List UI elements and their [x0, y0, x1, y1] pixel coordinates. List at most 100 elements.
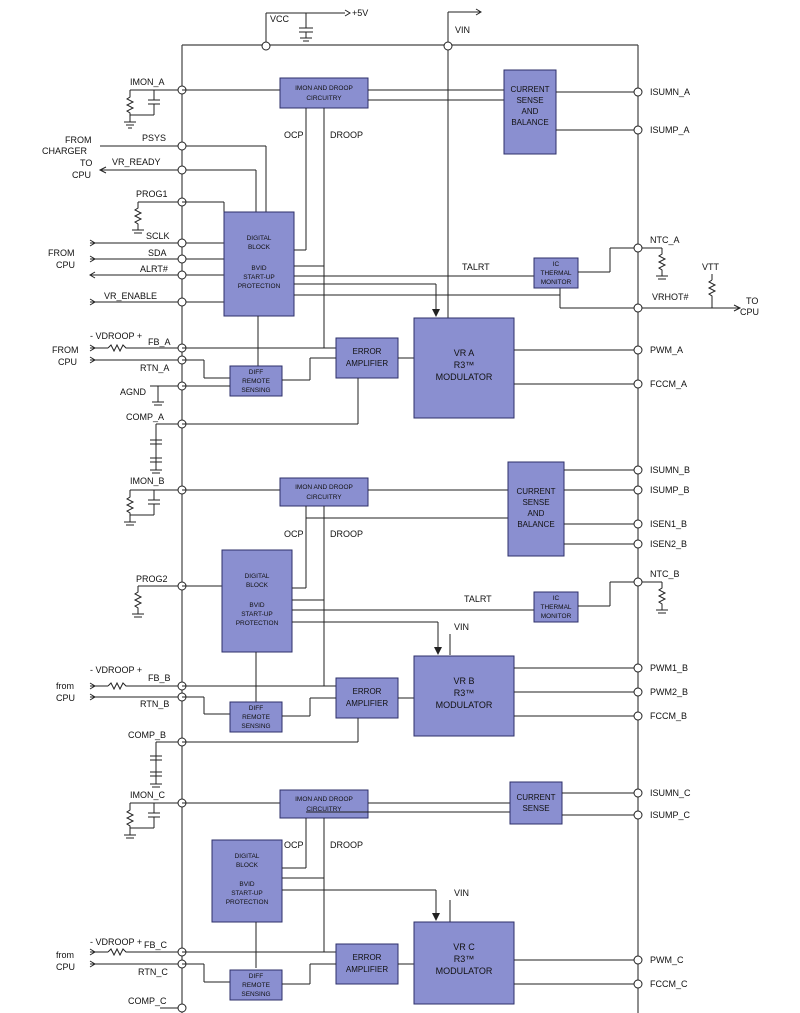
diff-a-l1: DIFF [249, 369, 263, 376]
prog2-resistor-icon [133, 586, 143, 614]
cs-c-line1: CURRENT [516, 793, 555, 802]
diff-remote-sensing-block-c [229, 969, 283, 1001]
dig-b-l6: PROTECTION [236, 620, 279, 627]
dig-c-l4: BVID [239, 881, 254, 888]
from-cpu-c-l2: CPU [56, 962, 75, 972]
imon-c-label: IMON_C [130, 790, 166, 800]
fb-a-arrow-icon [89, 344, 96, 352]
section-c: IMON_C IMON AND DROOP CIRCUITRY CURRENT … [56, 781, 691, 1013]
vin-label: VIN [455, 25, 470, 35]
from-cpu-b-l2: CPU [56, 693, 75, 703]
vdroop-c-label: - VDROOP + [90, 937, 142, 947]
from-cpu-c-l1: from [56, 950, 74, 960]
pwm2-b-label: PWM2_B [650, 687, 688, 697]
thermal-monitor-block-b [533, 591, 579, 623]
vin-c-label: VIN [454, 888, 469, 898]
fb-b-resistor-icon [107, 681, 182, 691]
thermal-monitor-block-a [533, 257, 579, 289]
rtn-a-label: RTN_A [140, 363, 169, 373]
rtn-c-arrow-icon [89, 960, 96, 968]
diff-c-l1: DIFF [249, 973, 263, 980]
fb-a-label: FB_A [148, 337, 171, 347]
vin-b-label: VIN [454, 622, 469, 632]
dig-a-l6: PROTECTION [238, 283, 281, 290]
diff-c-l3: SENSING [241, 991, 270, 998]
mod-b-l2: R3™ [454, 688, 475, 698]
vr-enable-pin [177, 297, 187, 307]
imon-b-label: IMON_B [130, 476, 165, 486]
dig-b-l5: START-UP [241, 611, 273, 618]
plus5v-label: +5V [352, 8, 368, 18]
cs-a-line1: CURRENT [510, 85, 549, 94]
diff-remote-sensing-block-a [229, 365, 283, 397]
fccm-a-label: FCCM_A [650, 379, 687, 389]
tm-b-l3: MONITOR [541, 613, 572, 620]
alrt-arrow-icon [89, 271, 96, 279]
pwm-a-label: PWM_A [650, 345, 683, 355]
imon-droop-block-c [279, 789, 369, 819]
imon-droop-block-b [279, 477, 369, 507]
diff-b-l2: REMOTE [242, 714, 270, 721]
cs-b-line2: SENSE [522, 498, 549, 507]
rtn-c-label: RTN_C [138, 967, 168, 977]
imon-droop-block-a [279, 77, 369, 109]
psys-label: PSYS [142, 133, 166, 143]
cs-c-line2: SENSE [522, 804, 549, 813]
isump-c-pin [633, 810, 643, 820]
tm-b-l1: IC [553, 595, 560, 602]
isump-a-label: ISUMP_A [650, 125, 690, 135]
imon-block-c-line1: IMON AND DROOP [295, 796, 353, 803]
vr-enable-arrow-icon [89, 298, 96, 306]
dig-b-l4: BVID [249, 602, 264, 609]
isumn-c-pin [633, 788, 643, 798]
prog1-label: PROG1 [136, 189, 168, 199]
dig-b-l1: DIGITAL [245, 573, 270, 580]
sda-pin [177, 254, 187, 264]
mod-c-l3: MODULATOR [436, 966, 493, 976]
mod-a-l1: VR A [454, 348, 475, 358]
pwm-c-pin [633, 955, 643, 965]
isen1-b-label: ISEN1_B [650, 519, 687, 529]
vr-a-modulator-block [413, 317, 515, 419]
vdroop-a-label: - VDROOP + [90, 331, 142, 341]
from-cpu-b-l1: from [56, 681, 74, 691]
ntc-a-label: NTC_A [650, 235, 680, 245]
vrhot-pullup-resistor-icon [707, 279, 717, 308]
mod-b-l3: MODULATOR [436, 700, 493, 710]
ntc-b-pin [633, 577, 643, 587]
sclk-arrow-icon [89, 239, 96, 247]
diff-b-l1: DIFF [249, 705, 263, 712]
isump-c-label: ISUMP_C [650, 810, 691, 820]
ocp-b-label: OCP [284, 529, 304, 539]
alrt-pin [177, 270, 187, 280]
error-amplifier-block-c [335, 943, 399, 985]
cs-a-line2: SENSE [516, 96, 543, 105]
vin-arrow-icon [475, 8, 482, 16]
comp-c-pin [177, 1003, 187, 1013]
vr-c-modulator-block [413, 921, 515, 1005]
rtn-b-arrow-icon [89, 693, 96, 701]
mod-b-l1: VR B [453, 676, 474, 686]
cs-b-line3: AND [528, 509, 545, 518]
top-supply: VCC +5V VIN [261, 8, 482, 320]
vr-b-modulator-block [413, 655, 515, 737]
ea-b-l1: ERROR [353, 687, 382, 696]
fb-a-resistor-icon [107, 343, 182, 353]
imon-block-c-line2: CIRCUITRY [306, 806, 342, 813]
vrhot-pin [633, 303, 643, 313]
diff-a-l2: REMOTE [242, 378, 270, 385]
pwm-c-label: PWM_C [650, 955, 684, 965]
current-sense-block-a [503, 69, 557, 155]
isump-b-pin [633, 485, 643, 495]
droop-c-label: DROOP [330, 840, 363, 850]
isumn-b-pin [633, 465, 643, 475]
sclk-label: SCLK [146, 231, 170, 241]
to-cpu-a-line1: TO [80, 158, 92, 168]
diff-remote-sensing-block-b [229, 701, 283, 733]
sclk-pin [177, 238, 187, 248]
psys-pin [177, 141, 187, 151]
fccm-a-pin [633, 379, 643, 389]
fccm-b-pin [633, 711, 643, 721]
dig-c-l5: START-UP [231, 890, 263, 897]
